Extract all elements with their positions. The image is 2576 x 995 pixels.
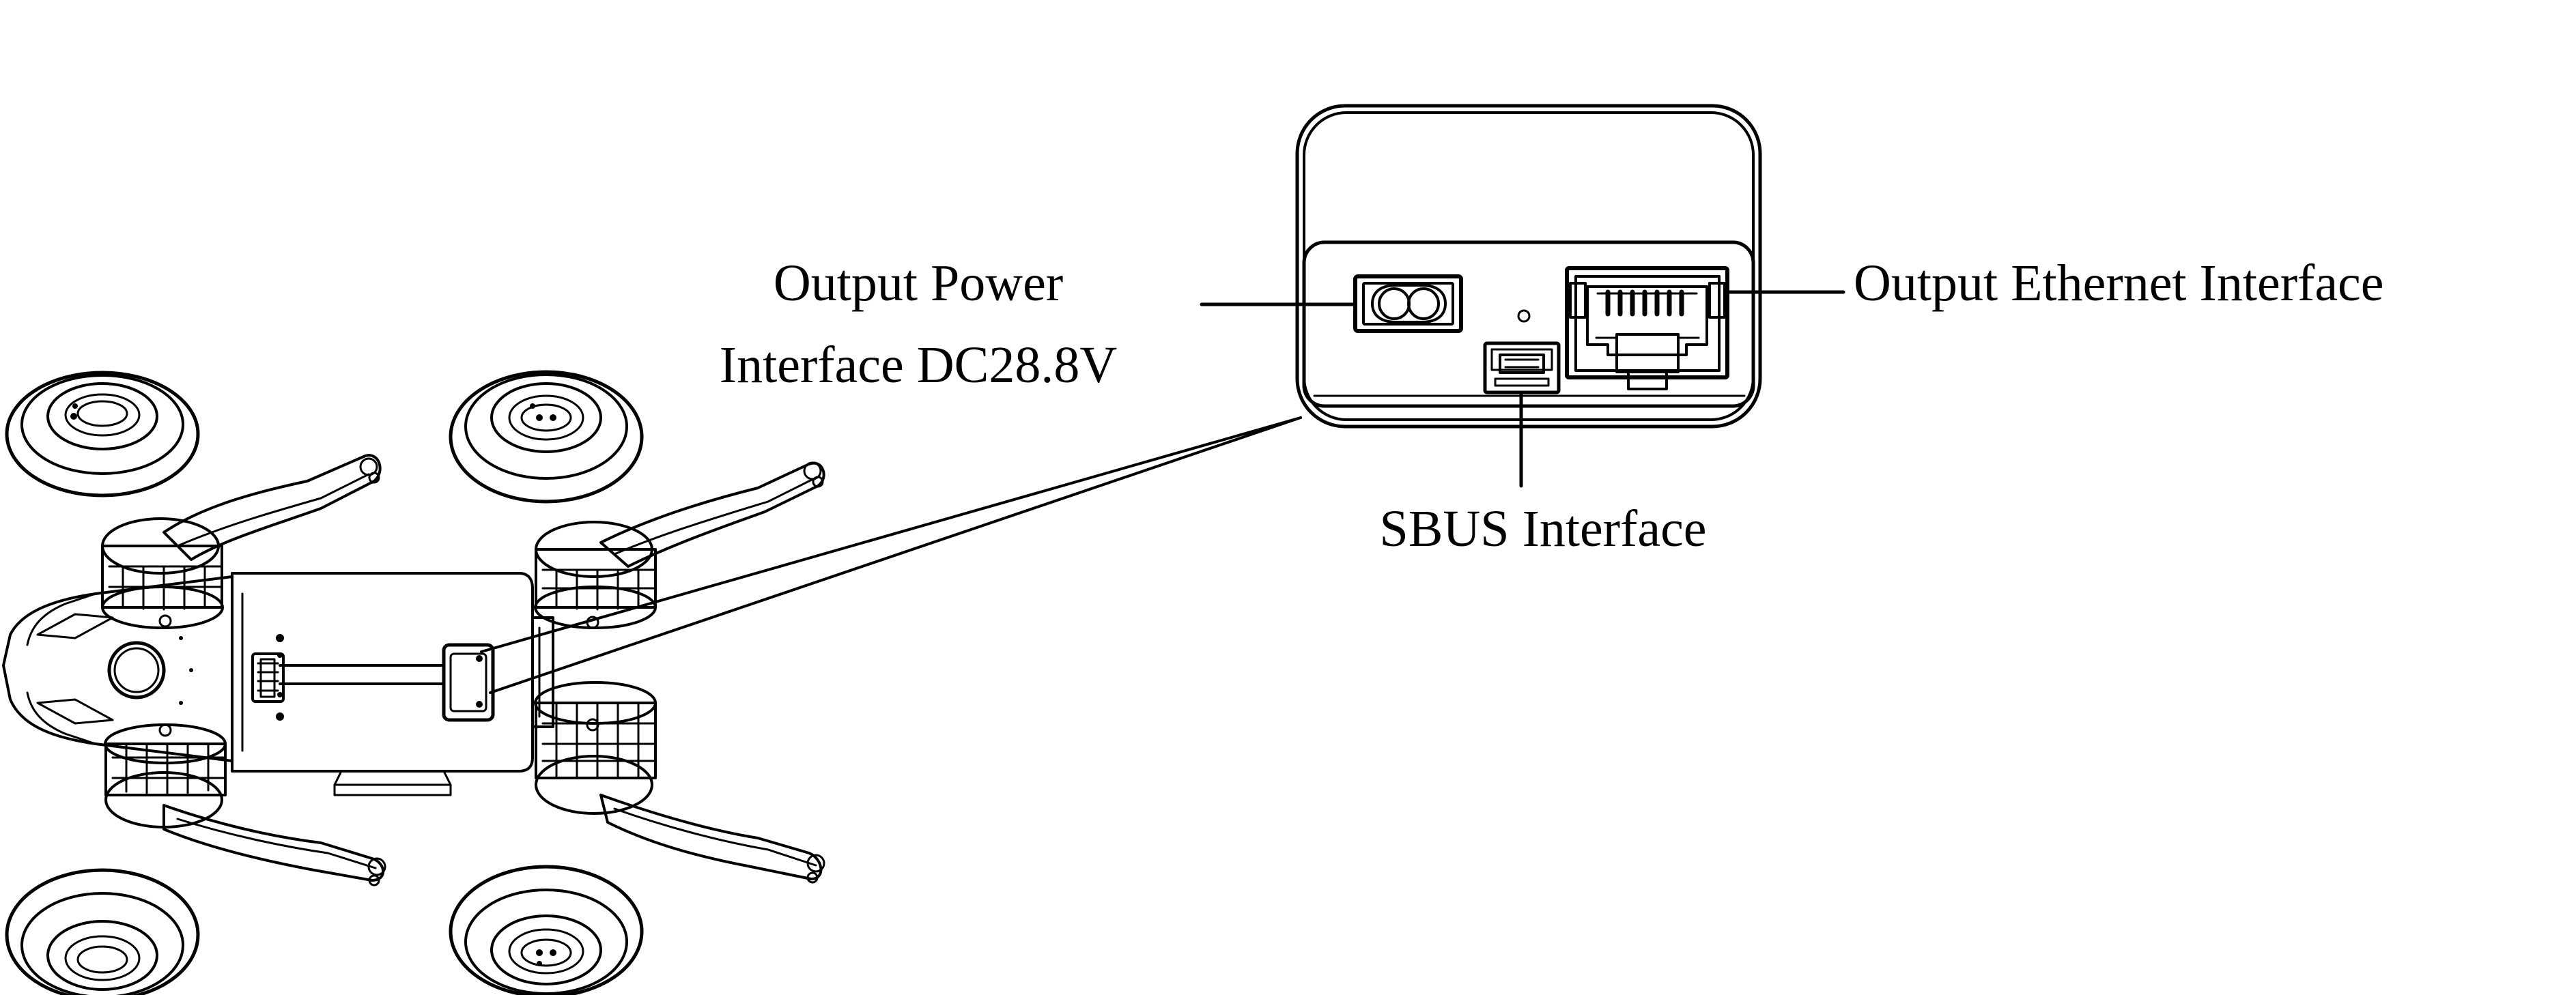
ethernet-interface-label: Output Ethernet Interface — [1854, 255, 2384, 312]
leader-lines — [1200, 290, 1845, 488]
leg-bottom-left — [5, 723, 386, 995]
leg-top-right — [449, 370, 825, 629]
leg-bottom-right — [449, 681, 825, 995]
quadruped-robot-top-view — [2, 370, 825, 995]
interface-panel-closeup — [1295, 104, 1762, 429]
robot-body — [2, 572, 554, 796]
leg-top-left — [5, 371, 382, 629]
power-connector-icon — [1353, 274, 1463, 333]
zoom-callout-lines — [480, 416, 1302, 694]
sbus-connector-icon — [1483, 341, 1561, 394]
indicator-hole-icon — [1517, 309, 1531, 323]
power-interface-label-line1: Output Power — [774, 255, 1063, 312]
ethernet-port-icon — [1565, 266, 1729, 390]
power-interface-label-line2: Interface DC28.8V — [720, 336, 1118, 394]
sbus-interface-label: SBUS Interface — [1379, 500, 1706, 558]
